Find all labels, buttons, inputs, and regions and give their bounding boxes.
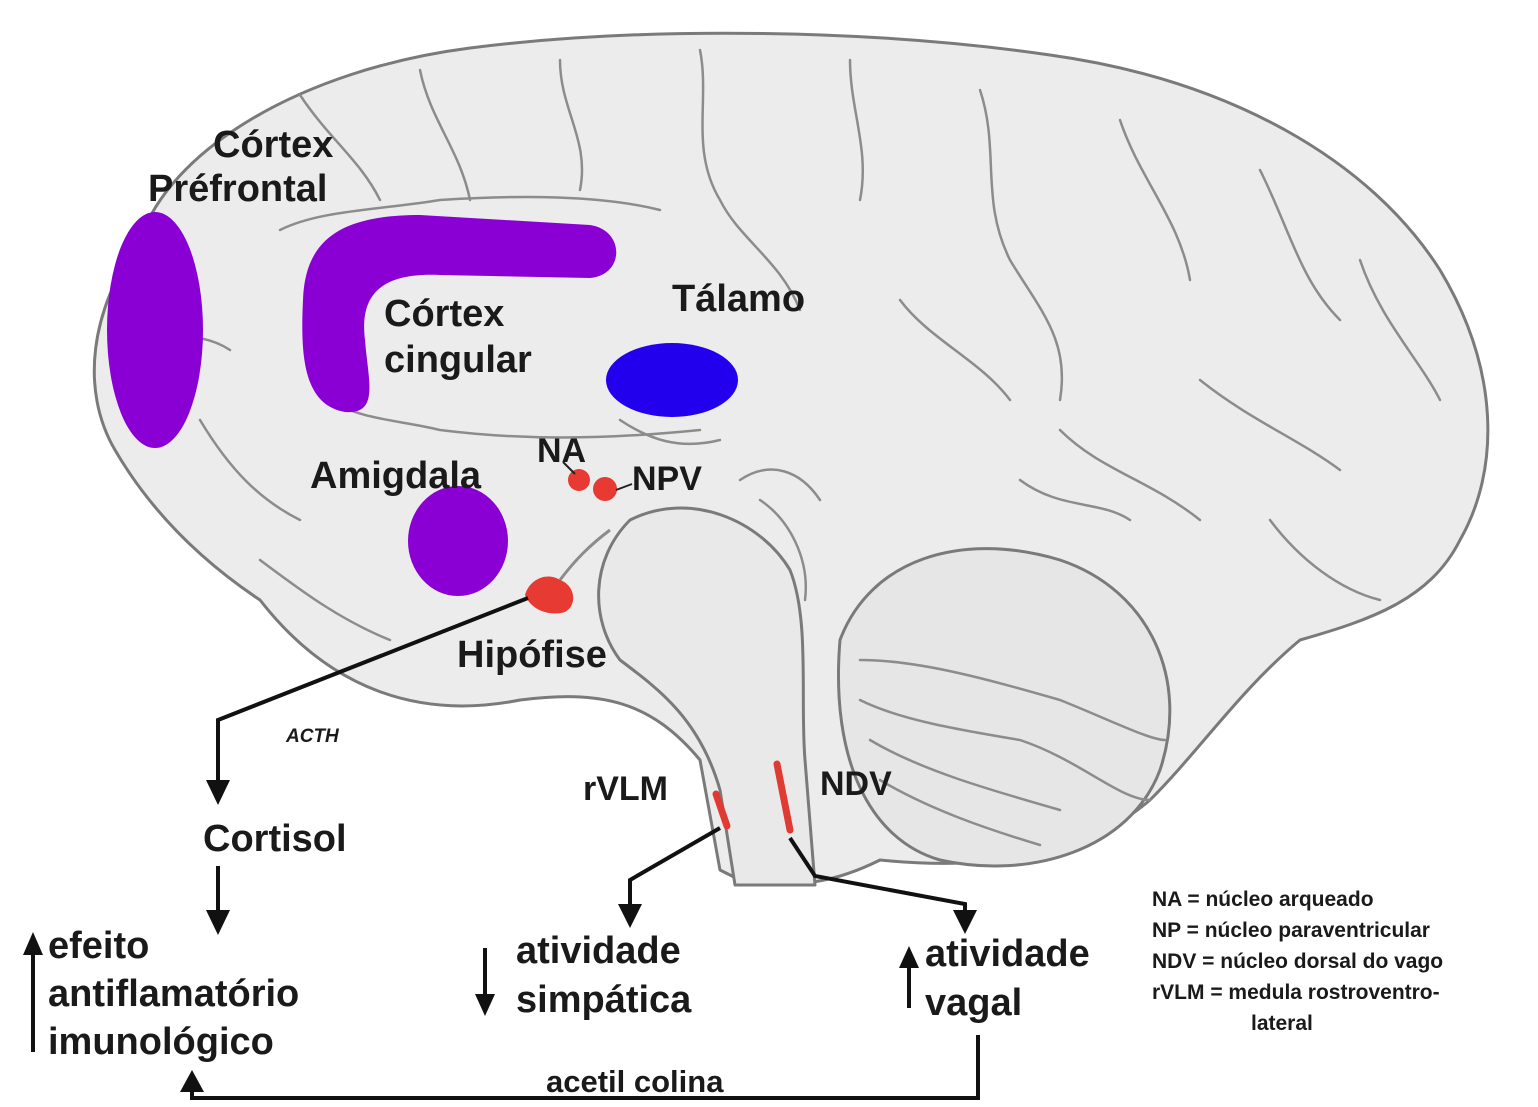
label-simpatica-1: atividade [516, 930, 681, 972]
increase-vagal-arrow [899, 946, 919, 1008]
label-cortex-prefrontal-2: Préfrontal [148, 168, 327, 210]
label-cortex-prefrontal-1: Córtex [213, 124, 333, 166]
legend-ndv: NDV = núcleo dorsal do vago [1152, 950, 1443, 973]
label-na: NA [537, 432, 586, 470]
label-ndv: NDV [820, 765, 892, 803]
amygdala-region [408, 486, 508, 596]
thalamus-region [606, 343, 738, 417]
label-efeito-2: antiflamatório [48, 973, 299, 1015]
legend-np: NP = núcleo paraventricular [1152, 919, 1430, 942]
label-vagal-1: atividade [925, 933, 1090, 975]
abbreviation-legend: NA = núcleo arqueado NP = núcleo paraven… [1152, 888, 1443, 1035]
label-hipofise: Hipófise [457, 634, 607, 676]
npv-nucleus [593, 477, 617, 501]
legend-rvlm: rVLM = medula rostroventro- [1152, 981, 1440, 1004]
legend-na: NA = núcleo arqueado [1152, 888, 1374, 911]
increase-antiinflammatory-arrow [23, 932, 43, 1052]
cerebellum [838, 549, 1169, 866]
label-efeito-3: imunológico [48, 1021, 274, 1063]
sympathetic-pathway [618, 828, 720, 928]
label-vagal-2: vagal [925, 982, 1022, 1024]
label-amigdala: Amigdala [310, 455, 482, 497]
label-simpatica-2: simpática [516, 979, 692, 1021]
label-rvlm: rVLM [583, 770, 668, 808]
label-cortex-cingular-1: Córtex [384, 293, 504, 335]
label-acetil-colina: acetil colina [546, 1064, 724, 1099]
label-npv: NPV [632, 460, 702, 498]
label-cortisol: Cortisol [203, 818, 347, 860]
label-efeito-1: efeito [48, 925, 149, 967]
prefrontal-cortex-region [107, 212, 203, 448]
label-cortex-cingular-2: cingular [384, 339, 532, 381]
label-acth: ACTH [285, 726, 340, 747]
na-nucleus [568, 469, 590, 491]
label-talamo: Tálamo [672, 278, 805, 320]
legend-rvlm-cont: lateral [1251, 1012, 1313, 1035]
decrease-sympathetic-arrow [475, 948, 495, 1016]
